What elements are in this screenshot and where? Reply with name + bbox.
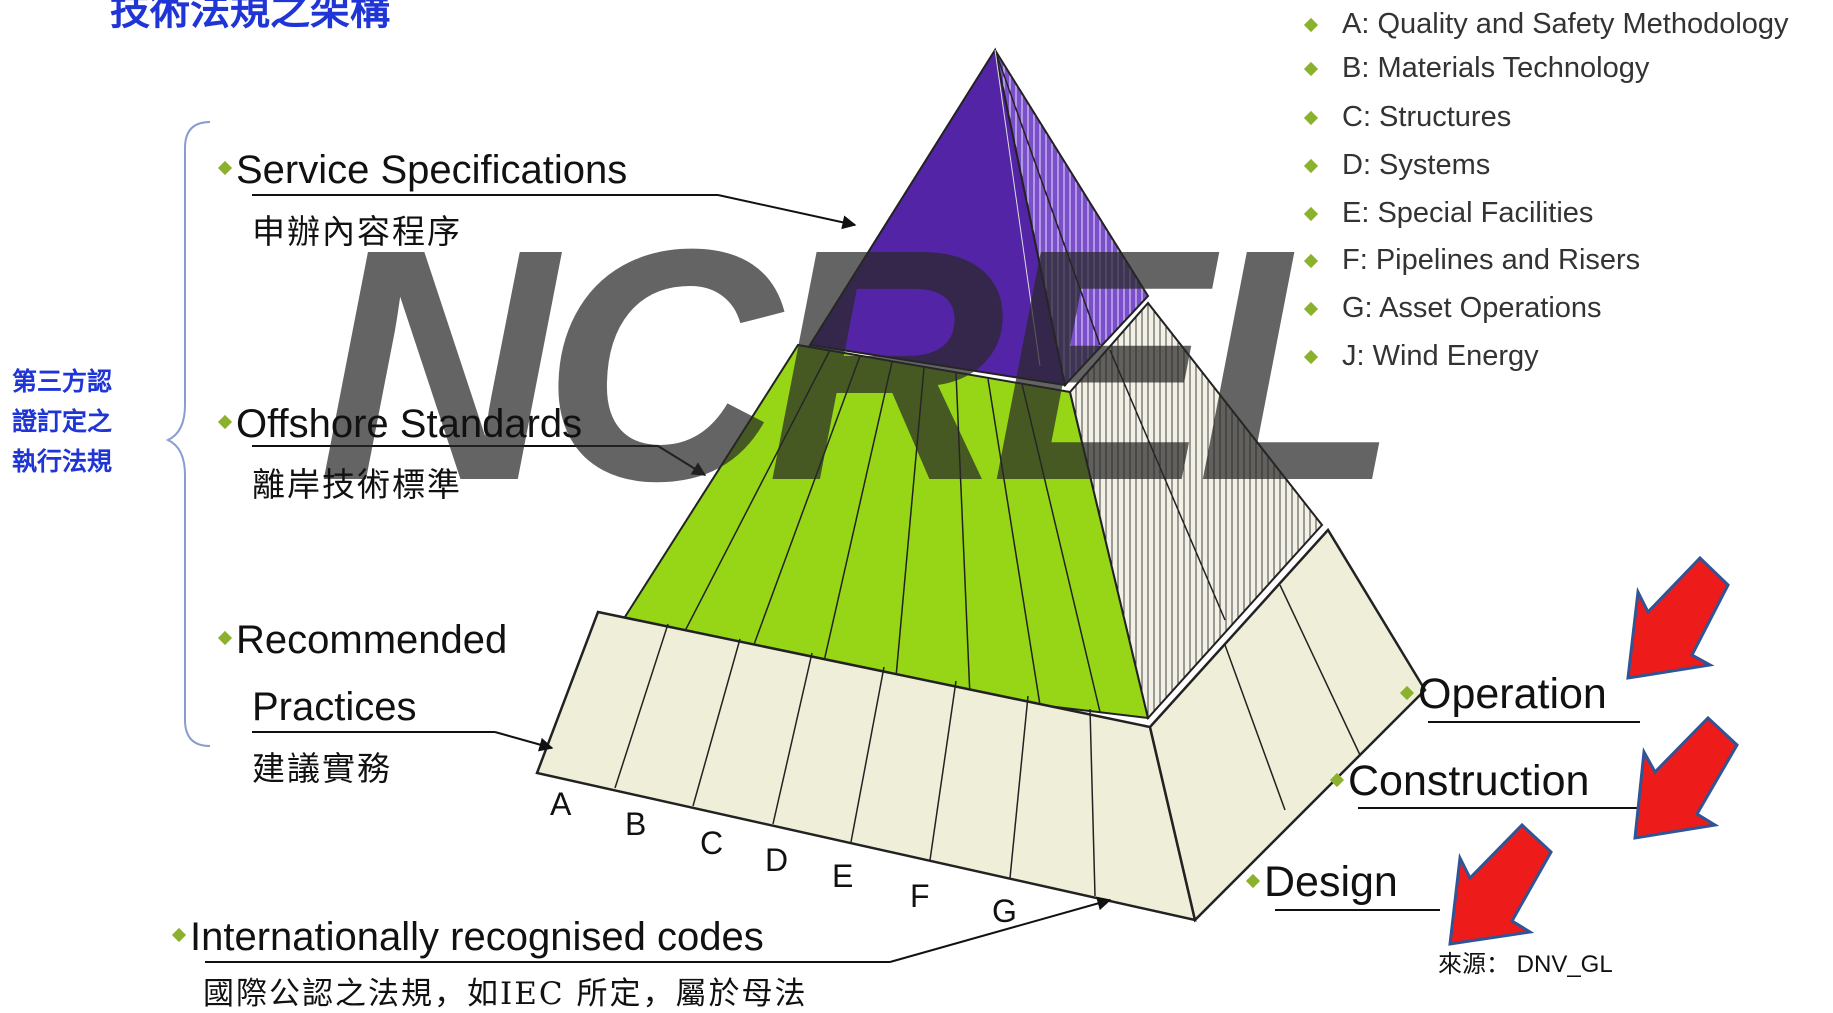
bullet-icon bbox=[1303, 302, 1319, 317]
source-credit: 來源： DNV_GL bbox=[1438, 951, 1613, 978]
offshore-standards-label: Offshore Standards bbox=[217, 402, 582, 447]
category-item: G: Asset Operations bbox=[1303, 292, 1602, 325]
bullet-icon bbox=[1303, 350, 1319, 365]
red-arrow-operation bbox=[1626, 555, 1730, 680]
bullet-icon bbox=[1303, 18, 1319, 33]
international-codes-cn: 國際公認之法規，如IEC 所定，屬於母法 bbox=[203, 976, 808, 1012]
offshore-standards-cn: 離岸技術標準 bbox=[252, 465, 462, 504]
stage-construction: Construction bbox=[1329, 757, 1589, 806]
category-item: A: Quality and Safety Methodology bbox=[1303, 8, 1789, 41]
recommended-practices-label: Recommended bbox=[217, 618, 507, 663]
recommended-practices-cn: 建議實務 bbox=[252, 749, 392, 788]
bullet-icon bbox=[1303, 207, 1319, 222]
bullet-icon bbox=[1329, 772, 1345, 787]
recommended-practices-label-2: Practices bbox=[252, 685, 417, 729]
side-label: 第三方認 證訂定之 執行法規 bbox=[12, 367, 113, 476]
bullet-icon bbox=[1245, 873, 1261, 888]
page-title: 技術法規之架構 bbox=[110, 0, 390, 34]
category-item: D: Systems bbox=[1303, 149, 1490, 182]
pyramid-base-tier bbox=[535, 527, 1427, 923]
brace bbox=[165, 121, 211, 747]
pyramid-middle-tier bbox=[600, 301, 1324, 721]
stage-design: Design bbox=[1245, 858, 1398, 907]
red-arrows bbox=[1448, 555, 1739, 946]
base-letter: E bbox=[832, 858, 854, 894]
category-item: F: Pipelines and Risers bbox=[1303, 244, 1640, 277]
bullet-icon bbox=[1303, 159, 1319, 174]
base-letter: G bbox=[992, 893, 1017, 929]
bullet-icon bbox=[1303, 254, 1319, 269]
pyramid-top-tier bbox=[808, 47, 1150, 388]
category-item: E: Special Facilities bbox=[1303, 197, 1593, 230]
base-letter: D bbox=[765, 842, 789, 878]
category-item: B: Materials Technology bbox=[1303, 52, 1649, 85]
bullet-icon bbox=[1303, 111, 1319, 126]
pointer-lines bbox=[205, 194, 1640, 963]
base-letter: B bbox=[625, 806, 647, 842]
red-arrow-construction bbox=[1633, 715, 1739, 840]
red-arrow-design bbox=[1448, 822, 1553, 946]
base-letter: A bbox=[550, 786, 572, 822]
bullet-icon bbox=[1399, 685, 1415, 700]
international-codes-label: Internationally recognised codes bbox=[171, 915, 764, 960]
base-letter: F bbox=[910, 878, 930, 914]
bullet-icon bbox=[171, 928, 187, 943]
category-item: J: Wind Energy bbox=[1303, 340, 1539, 373]
bullet-icon bbox=[217, 631, 233, 646]
base-letter: C bbox=[700, 825, 724, 861]
bullet-icon bbox=[217, 161, 233, 176]
service-specifications-label: Service Specifications bbox=[217, 148, 627, 193]
watermark: NCREL bbox=[318, 180, 1399, 549]
bullet-icon bbox=[217, 415, 233, 430]
service-specifications-cn: 申辦內容程序 bbox=[252, 212, 462, 251]
category-item: C: Structures bbox=[1303, 101, 1511, 134]
stage-operation: Operation bbox=[1399, 670, 1607, 719]
bullet-icon bbox=[1303, 62, 1319, 77]
